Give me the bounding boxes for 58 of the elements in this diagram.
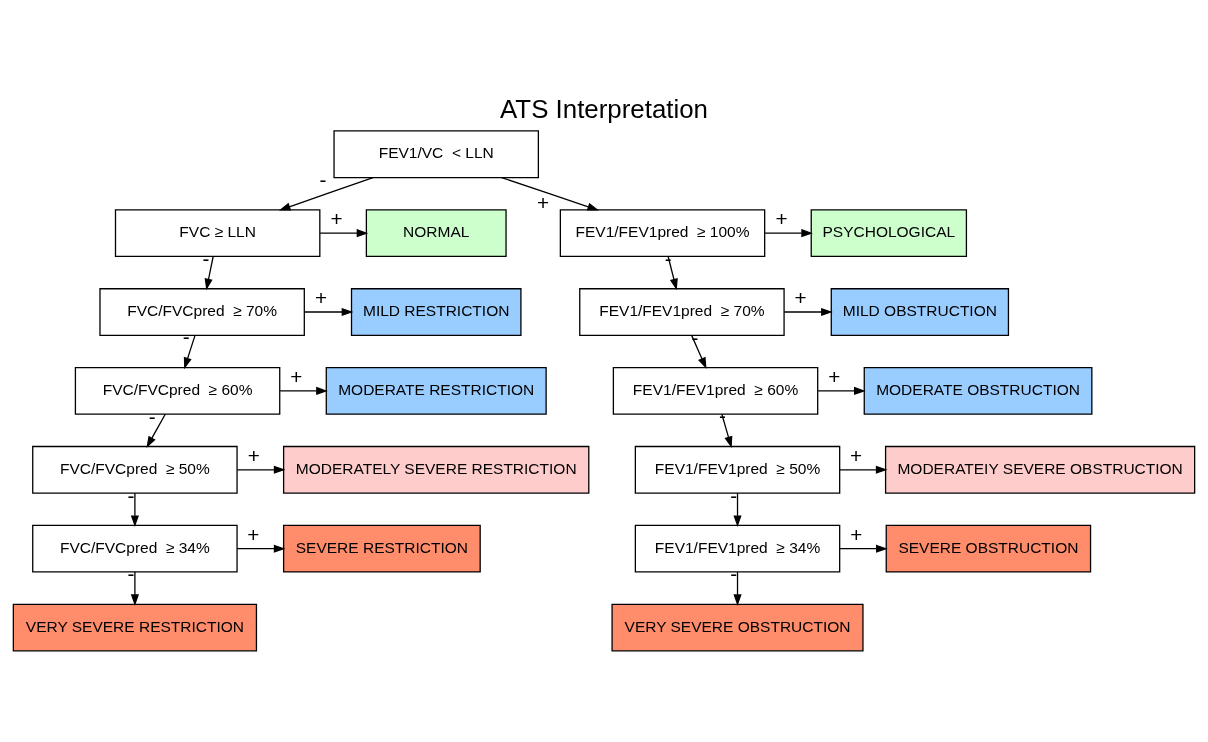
edge-label: + <box>247 522 260 546</box>
node-box: FEV1/FEV1pred ≥ 60% <box>612 366 819 415</box>
edge-label: + <box>290 364 303 388</box>
arrow <box>303 307 354 316</box>
node-box: NORMAL <box>365 208 507 257</box>
node-box: FVC/FVCpred ≥ 50% <box>32 445 238 494</box>
edge-label: + <box>828 364 841 388</box>
arrow <box>691 334 707 369</box>
node-box: MODERATEIY SEVERE OBSTRUCTION <box>884 445 1196 494</box>
node-box: MODERATELY SEVERE RESTRICTION <box>282 445 590 494</box>
arrow <box>783 307 833 316</box>
arrow <box>839 544 888 553</box>
arrow <box>130 570 139 606</box>
node-box: FEV1/FEV1pred ≥ 50% <box>634 445 841 494</box>
edge-label: + <box>536 190 550 214</box>
edge-label: + <box>330 206 343 230</box>
node-box: MILD RESTRICTION <box>350 287 522 336</box>
edge-label: + <box>850 522 863 546</box>
arrow <box>319 228 369 237</box>
arrow <box>817 386 866 395</box>
arrow <box>146 413 166 448</box>
arrow <box>279 386 328 395</box>
edge-label: + <box>314 285 328 309</box>
arrow <box>204 255 214 290</box>
arrow <box>839 465 888 474</box>
node-box: FEV1/FEV1pred ≥ 70% <box>579 287 785 336</box>
arrow <box>733 570 742 606</box>
node-box: FEV1/VC < LLN <box>333 129 539 178</box>
node-box: SEVERE RESTRICTION <box>282 524 481 573</box>
edge-label: + <box>247 443 260 467</box>
node-box: FVC ≥ LLN <box>114 208 321 257</box>
node-box: SEVERE OBSTRUCTION <box>885 524 1092 573</box>
arrow <box>130 492 139 527</box>
arrow <box>733 492 742 527</box>
node-box: VERY SEVERE RESTRICTION <box>12 603 258 651</box>
arrow <box>764 228 813 237</box>
edge-label: + <box>775 206 788 230</box>
arrow <box>278 176 374 210</box>
node-box: VERY SEVERE OBSTRUCTION <box>611 603 864 651</box>
node-box: MODERATE OBSTRUCTION <box>863 366 1093 415</box>
node-box: PSYCHOLOGICAL <box>810 208 968 257</box>
node-box: FVC/FVCpred ≥ 70% <box>99 287 305 336</box>
node-box: FEV1/FEV1pred ≥ 100% <box>559 208 766 257</box>
arrow <box>183 334 196 369</box>
node-box: MILD OBSTRUCTION <box>830 287 1010 336</box>
diagram-title: ATS Interpretation <box>500 94 708 123</box>
edge-label: + <box>850 443 863 467</box>
arrow <box>236 465 286 474</box>
node-box: FEV1/FEV1pred ≥ 34% <box>634 524 841 573</box>
arrow <box>236 544 286 553</box>
arrow <box>501 176 600 211</box>
node-box: FVC/FVCpred ≥ 34% <box>32 524 238 573</box>
arrow <box>721 413 733 448</box>
edge-label: + <box>794 285 807 309</box>
node-box: MODERATE RESTRICTION <box>325 366 547 415</box>
node-box: FVC/FVCpred ≥ 60% <box>74 366 281 415</box>
arrow <box>667 255 678 290</box>
edge-label: - <box>319 167 327 191</box>
